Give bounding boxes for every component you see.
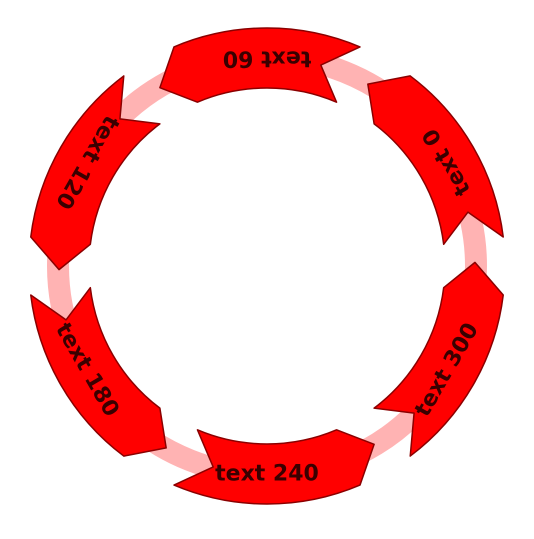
segment-arrow: text 240 xyxy=(173,429,375,505)
segment-arrow: text 180 xyxy=(30,286,167,457)
segment-label: text 60 xyxy=(223,46,311,71)
segment-shape xyxy=(367,75,504,246)
segment-shape xyxy=(30,286,167,457)
segment-shape xyxy=(30,75,161,271)
segment-arrow: text 0 xyxy=(367,75,504,246)
segment-shape xyxy=(173,429,375,505)
segment-arrow: text 120 xyxy=(30,75,161,271)
segment-label: text 240 xyxy=(215,462,319,487)
segment-arrow: text 60 xyxy=(159,27,361,103)
segment-shape xyxy=(159,27,361,103)
segment-shape xyxy=(373,261,504,457)
